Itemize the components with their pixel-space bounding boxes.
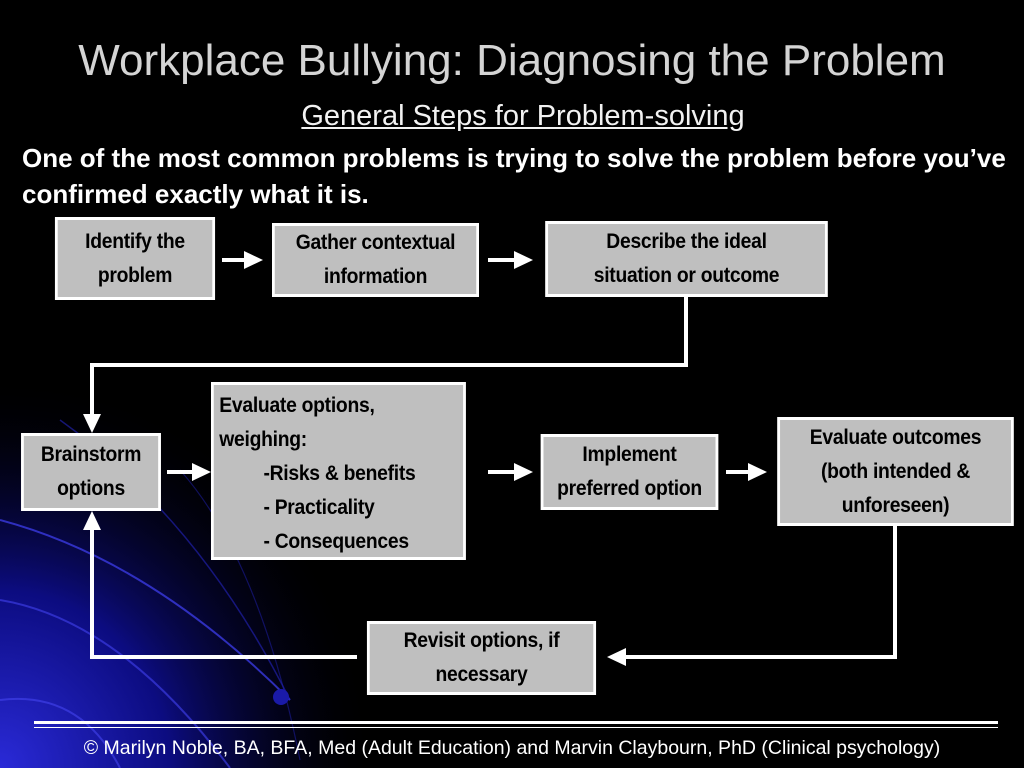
step-evaluate-bullet-risks: -Risks & benefits xyxy=(263,462,416,485)
step-describe-line-1: Describe the ideal xyxy=(606,230,767,253)
step-revisit-line-1: Revisit options, if xyxy=(403,629,560,652)
step-evaluate-options: Evaluate options, weighing: -Risks & ben… xyxy=(211,382,466,560)
step-implement-line-1: Implement xyxy=(582,443,677,466)
step-outcomes-line-2: (both intended & xyxy=(820,459,971,483)
step-implement-option: Implement preferred option xyxy=(540,434,719,510)
step-brainstorm-line-2: options xyxy=(57,477,125,500)
step-evaluate-line-2: weighing: xyxy=(219,428,307,451)
slide-title: Workplace Bullying: Diagnosing the Probl… xyxy=(78,36,946,85)
step-brainstorm-line-1: Brainstorm xyxy=(40,443,142,466)
step-evaluate-bullet-consequences: - Consequences xyxy=(263,530,409,553)
step-evaluate-outcomes: Evaluate outcomes (both intended & unfor… xyxy=(777,417,1014,526)
slide-subtitle: General Steps for Problem-solving xyxy=(301,100,745,132)
copyright-footer: © Marilyn Noble, BA, BFA, Med (Adult Edu… xyxy=(83,737,941,759)
step-describe-ideal: Describe the ideal situation or outcome xyxy=(545,221,828,297)
step-gather-line-1: Gather contextual xyxy=(295,231,456,254)
intro-text: One of the most common problems is tryin… xyxy=(22,143,1006,209)
step-implement-line-2: preferred option xyxy=(557,477,702,500)
footer-divider-thin xyxy=(34,727,998,728)
step-gather-line-2: information xyxy=(323,265,428,288)
step-identify-line-1: Identify the xyxy=(85,229,185,253)
footer-divider xyxy=(34,721,998,724)
step-identify-problem: Identify the problem xyxy=(54,217,216,300)
step-evaluate-bullet-practicality: - Practicality xyxy=(263,496,375,519)
step-brainstorm-options: Brainstorm options xyxy=(21,433,161,511)
step-gather-information: Gather contextual information xyxy=(272,223,479,297)
step-identify-line-2: problem xyxy=(97,263,173,287)
step-revisit-options: Revisit options, if necessary xyxy=(366,621,597,695)
step-revisit-line-2: necessary xyxy=(435,663,528,686)
step-describe-line-2: situation or outcome xyxy=(593,264,780,287)
step-outcomes-line-1: Evaluate outcomes xyxy=(809,425,982,449)
step-outcomes-line-3: unforeseen) xyxy=(841,493,950,517)
step-evaluate-line-1: Evaluate options, xyxy=(219,394,375,417)
